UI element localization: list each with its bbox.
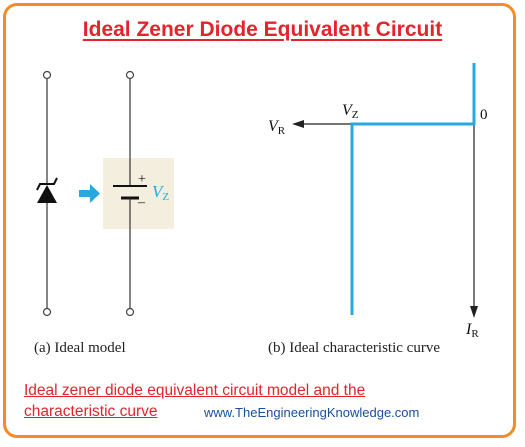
ir-sub: R (471, 328, 479, 340)
origin-label: 0 (480, 107, 488, 123)
ir-label: IR (465, 321, 479, 340)
current-axis-arrow-icon (470, 306, 478, 318)
vr-label: VR (268, 118, 286, 137)
battery-vz-v: V (152, 182, 165, 201)
vr-sub: R (278, 125, 286, 137)
zener-diode-symbol (37, 185, 57, 203)
footer-line-2: characteristic curve (24, 403, 158, 420)
terminal-top-left (42, 70, 52, 80)
ir-i: I (465, 321, 472, 338)
website-link[interactable]: www.TheEngineeringKnowledge.com (204, 405, 420, 420)
battery-minus-sign: – (137, 195, 146, 210)
zener-bar (36, 177, 58, 191)
terminal-top-right (125, 70, 135, 80)
battery-vz-sub: Z (162, 191, 169, 203)
vz-point-label: VZ (342, 102, 359, 121)
characteristic-curve (350, 63, 476, 315)
page-frame (3, 3, 516, 438)
terminal-bottom-right (125, 307, 135, 317)
battery-vz-label: VZ (152, 182, 169, 203)
equivalence-arrow-icon (90, 184, 100, 203)
caption-ideal-model: (a) Ideal model (34, 340, 126, 356)
caption-characteristic-curve: (b) Ideal characteristic curve (268, 340, 440, 356)
vz-point-sub: Z (352, 109, 359, 121)
equivalence-arrow-shaft (79, 190, 91, 197)
terminal-bottom-left (42, 307, 52, 317)
page-title: Ideal Zener Diode Equivalent Circuit (82, 18, 443, 41)
footer-description: Ideal zener diode equivalent circuit mod… (24, 380, 365, 422)
voltage-axis-arrow-icon (292, 120, 304, 128)
vr-v: V (268, 118, 280, 135)
battery-highlight (103, 158, 174, 229)
battery-plus-sign: + (138, 172, 146, 187)
footer-line-1: Ideal zener diode equivalent circuit mod… (24, 382, 366, 399)
vz-point-v: V (342, 102, 354, 119)
